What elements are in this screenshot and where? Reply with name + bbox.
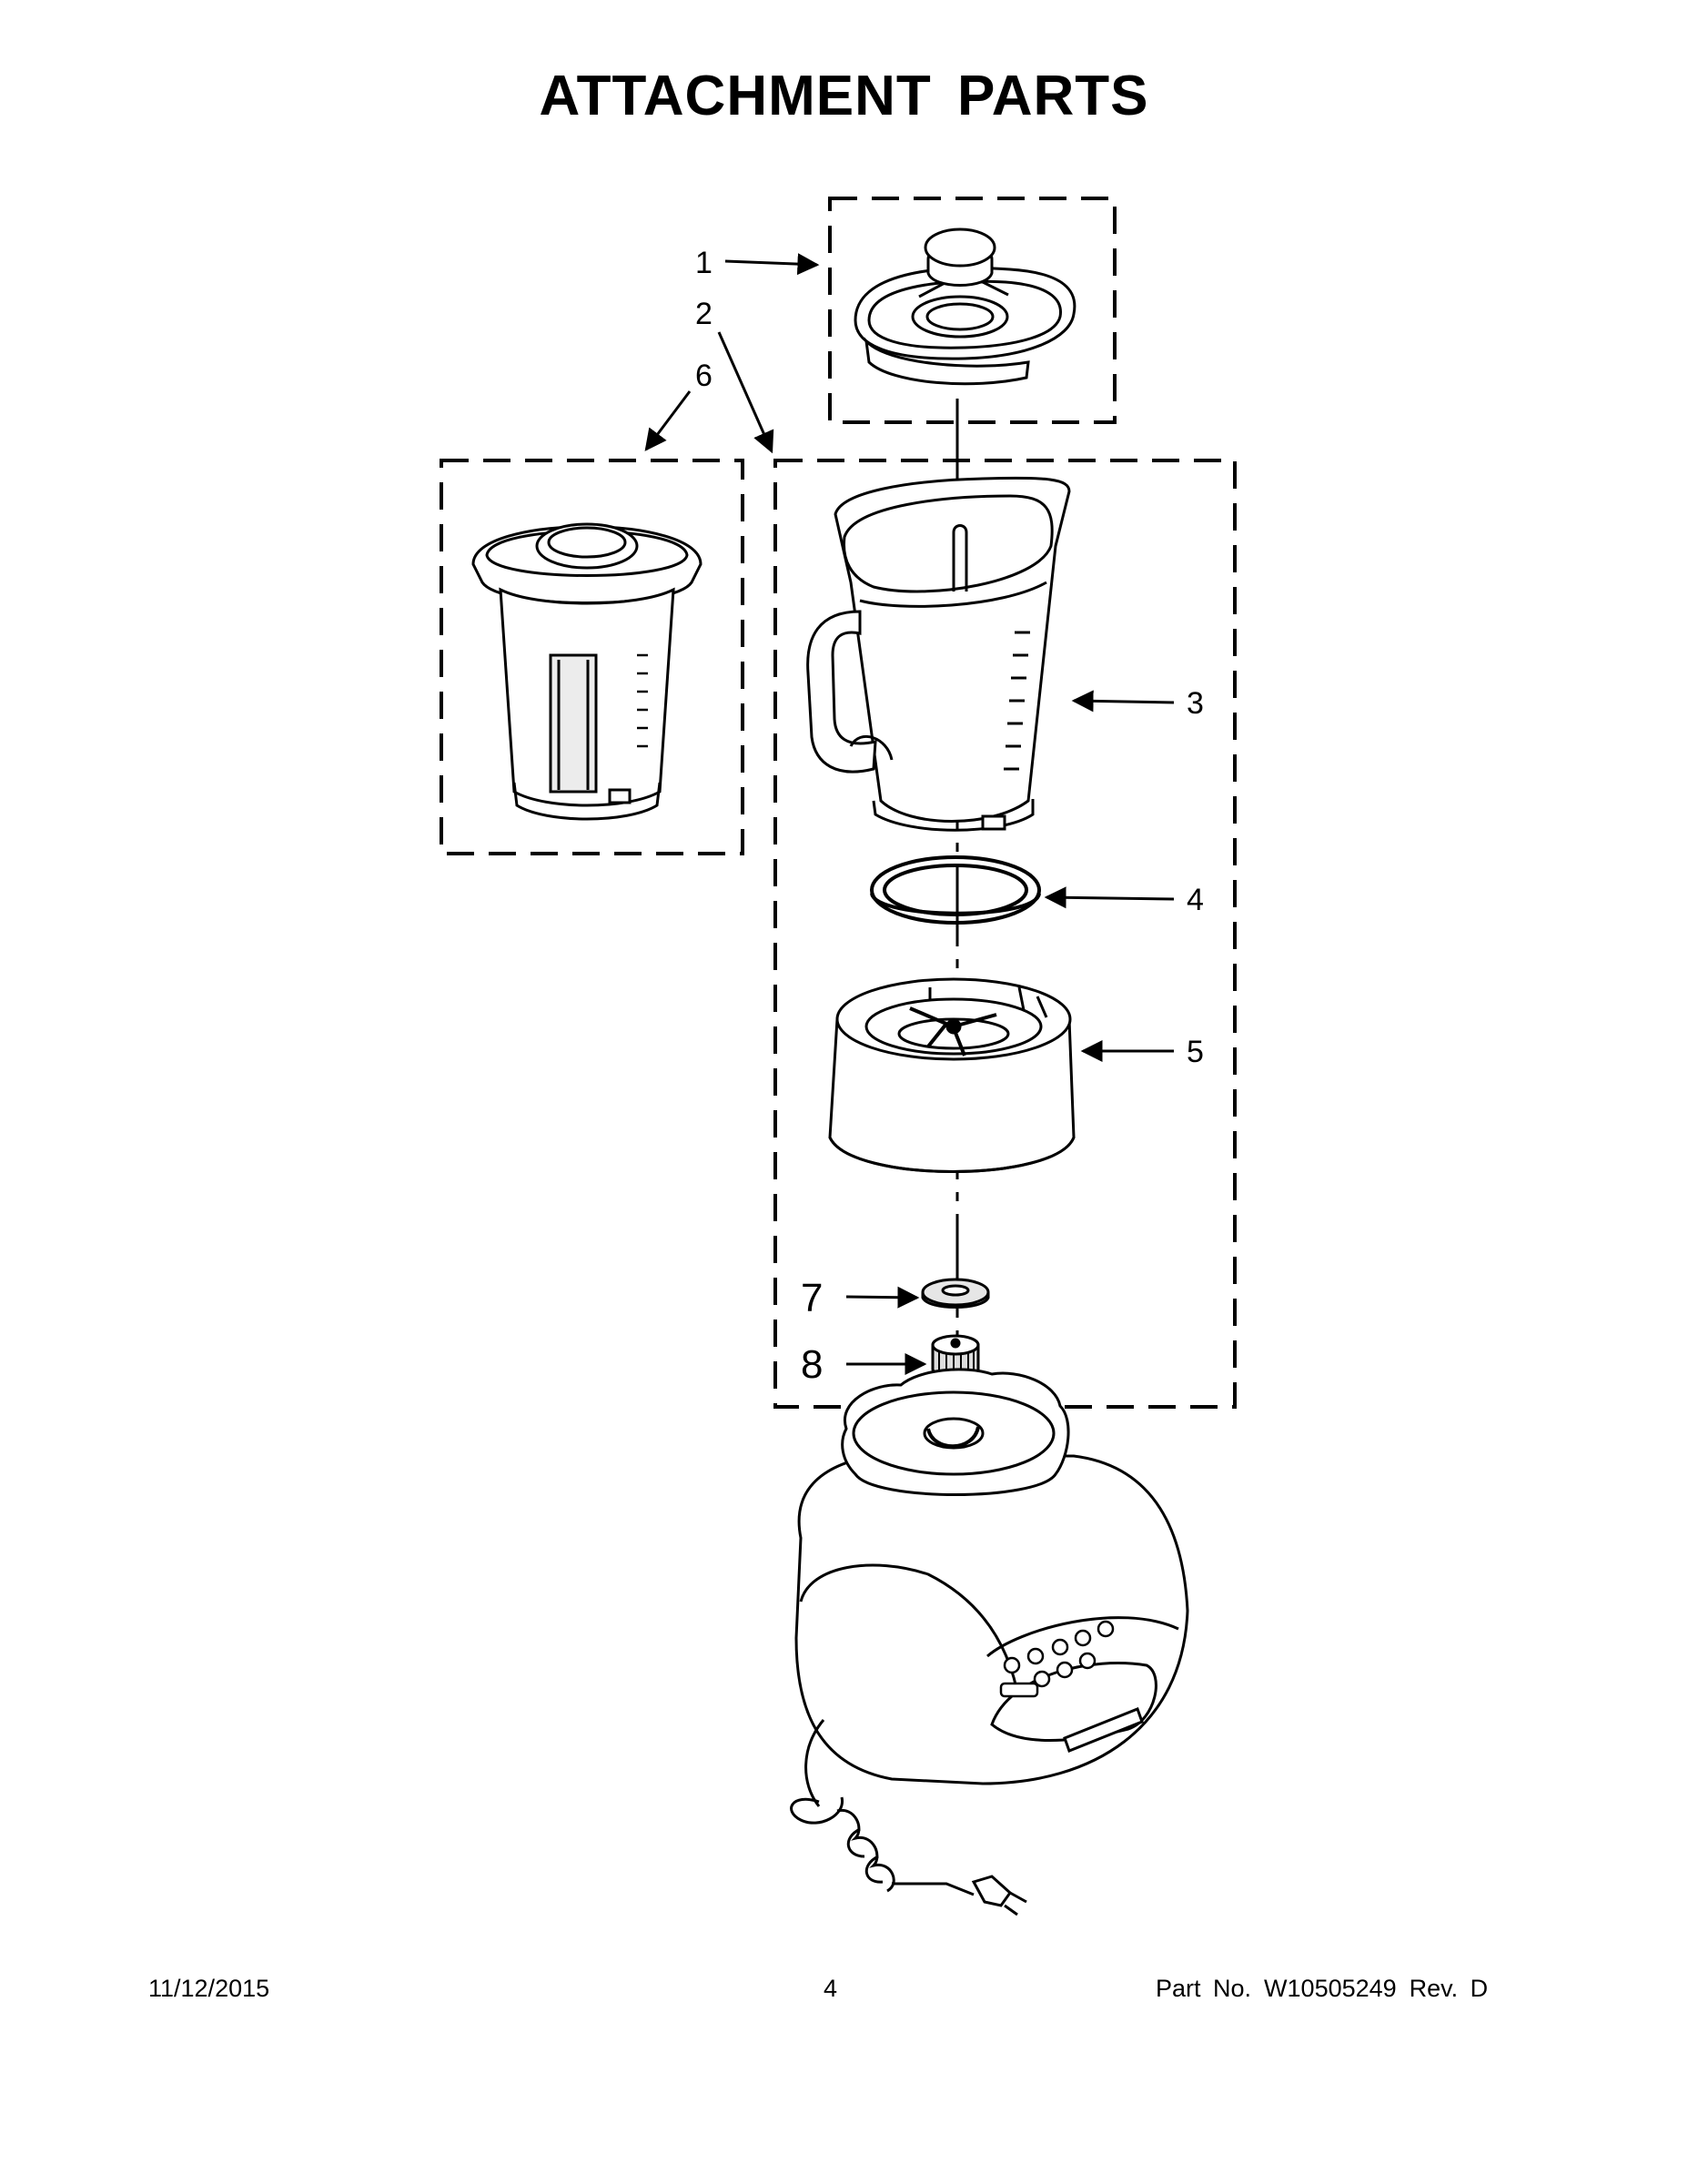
part-lid-illustration	[854, 228, 1076, 386]
footer-part-info: Part No. W10505249 Rev. D	[1156, 1975, 1488, 2003]
part-seal-ring-illustration	[870, 855, 1041, 925]
callout-8: 8	[801, 1342, 823, 1387]
footer-date: 11/12/2015	[148, 1975, 270, 2002]
blender-base-illustration	[790, 1368, 1189, 1916]
callout-leaders	[644, 253, 1175, 1375]
page-title: ATTACHMENT PARTS	[539, 65, 1149, 127]
callout-3: 3	[1187, 686, 1204, 721]
group-box-bowl	[440, 459, 744, 855]
callout-2: 2	[695, 297, 713, 331]
part-washer-illustration	[921, 1278, 990, 1309]
callout-6: 6	[695, 359, 713, 393]
callout-5: 5	[1187, 1035, 1204, 1069]
footer-page-number: 4	[824, 1975, 838, 2002]
callout-4: 4	[1187, 883, 1204, 917]
part-pitcher-illustration	[806, 476, 1071, 832]
callout-7: 7	[801, 1276, 823, 1320]
footer-part-label: Part No.	[1156, 1975, 1252, 2002]
part-blade-assembly-illustration	[828, 977, 1076, 1173]
group-box-lid	[828, 197, 1117, 424]
part-bowl-illustration	[471, 522, 702, 821]
footer-revision: Rev. D	[1409, 1975, 1489, 2002]
callout-1: 1	[695, 246, 713, 280]
footer-part-number: W10505249	[1264, 1975, 1397, 2002]
